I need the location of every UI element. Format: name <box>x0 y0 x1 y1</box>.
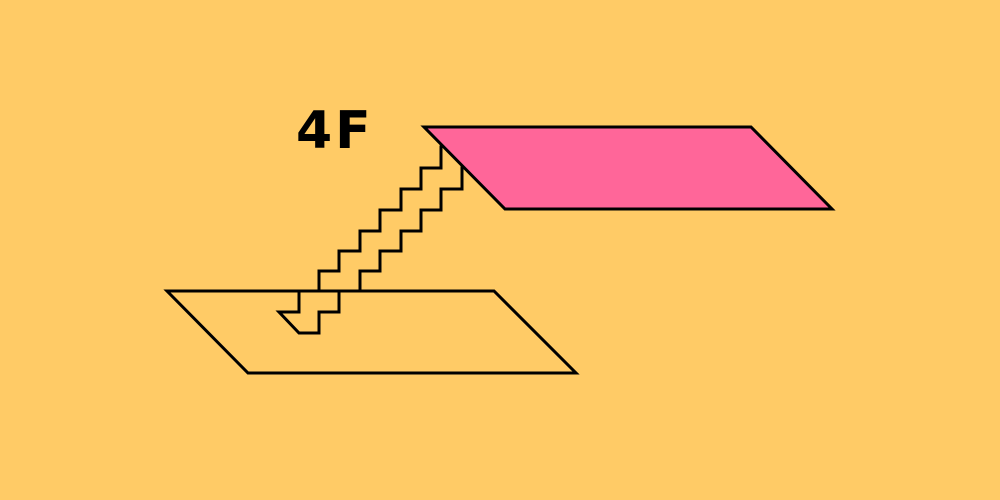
staircase-stringer-left <box>297 145 443 314</box>
staircase-foot <box>275 310 321 335</box>
upper-floor-slab <box>420 125 836 211</box>
lower-floor-slab <box>163 289 580 375</box>
staircase-stringer-right <box>317 166 464 335</box>
floor-label: 4F <box>296 101 374 161</box>
staircase <box>275 145 464 335</box>
